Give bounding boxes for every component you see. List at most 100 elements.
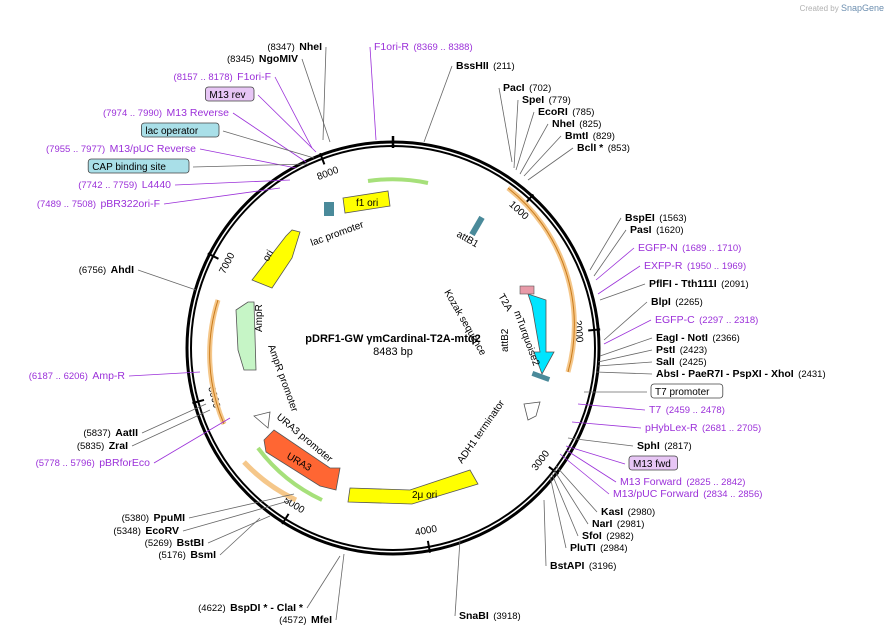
tick-mark bbox=[588, 328, 601, 332]
leader-line bbox=[543, 499, 547, 567]
label-text: (5778 .. 5796) pBRforEco bbox=[36, 453, 151, 470]
leader-line bbox=[219, 517, 261, 556]
leader-line bbox=[274, 76, 313, 149]
tick-label: 4000 bbox=[414, 524, 438, 539]
label-position: (825) bbox=[579, 119, 601, 130]
label-name: AhdI bbox=[111, 264, 134, 276]
label-name: PpuMI bbox=[154, 512, 186, 524]
enzyme-label: BstAPI (3196) bbox=[550, 556, 616, 573]
green-arc-top bbox=[367, 177, 429, 185]
label-position: (2834 .. 2856) bbox=[703, 489, 762, 500]
label-text: AbsI - PaeR7I - PspXI - XhoI (2431) bbox=[656, 364, 826, 381]
label-text: (7489 .. 7508) pBR322ori-F bbox=[37, 194, 160, 211]
kozak-label: Kozak sequence bbox=[441, 288, 488, 358]
label-text: (7974 .. 7990) M13 Reverse bbox=[103, 103, 229, 120]
primer-label: (8157 .. 8178) F1ori-F bbox=[174, 71, 271, 83]
primer-label: (7742 .. 7759) L4440 bbox=[78, 179, 171, 191]
leader-line bbox=[589, 217, 622, 271]
label-position: (1620) bbox=[656, 225, 683, 236]
label-text: (5380) PpuMI bbox=[122, 508, 185, 525]
label-name: PstI bbox=[656, 344, 675, 356]
label-name: SphI bbox=[637, 440, 660, 452]
label-name: NheI bbox=[552, 118, 575, 130]
enzyme-label: SnaBI (3918) bbox=[459, 606, 521, 623]
label-name: PacI bbox=[503, 82, 525, 94]
label-position: (779) bbox=[549, 95, 571, 106]
enzyme-label: EagI - NotI (2366) bbox=[656, 328, 740, 345]
label-position: (3918) bbox=[493, 611, 520, 622]
label-position: (1563) bbox=[659, 213, 686, 224]
label-text: BclI * (853) bbox=[577, 138, 630, 155]
label-position: (5380) bbox=[122, 513, 149, 524]
tick-mark bbox=[319, 152, 326, 165]
leader-line bbox=[515, 111, 535, 171]
label-name: BstAPI bbox=[550, 560, 585, 572]
label-position: (2366) bbox=[712, 333, 739, 344]
label-text: SphI (2817) bbox=[637, 436, 692, 453]
label-position: (8347) bbox=[267, 42, 294, 53]
label-text: EGFP-C (2297 .. 2318) bbox=[655, 310, 758, 327]
label-text: M13/pUC Forward (2834 .. 2856) bbox=[613, 484, 762, 501]
enzyme-label: NheI (825) bbox=[552, 118, 601, 130]
label-text: (4622) BspDI * - ClaI * bbox=[198, 598, 304, 615]
label-text: BstAPI (3196) bbox=[550, 556, 616, 573]
label-text: M13 Forward (2825 .. 2842) bbox=[620, 472, 745, 489]
primer-label: EGFP-C (2297 .. 2318) bbox=[655, 310, 758, 327]
leader-line bbox=[301, 58, 331, 143]
label-name: EcoRV bbox=[145, 525, 179, 537]
label-text: (5835) ZraI bbox=[77, 436, 128, 453]
label-text: KasI (2980) bbox=[601, 502, 655, 519]
label-position: (211) bbox=[493, 61, 514, 72]
leader-line bbox=[141, 403, 207, 434]
ori-label: ori bbox=[261, 248, 276, 263]
label-text: (5348) EcoRV bbox=[113, 521, 179, 538]
enzyme-label: BlpI (2265) bbox=[651, 296, 703, 308]
label-position: (2091) bbox=[721, 279, 748, 290]
label-position: (853) bbox=[608, 143, 630, 154]
two-mu-ori-shape bbox=[347, 469, 479, 505]
label-name: SnaBI bbox=[459, 610, 489, 622]
leader-line bbox=[369, 46, 377, 141]
label-name: MfeI bbox=[311, 614, 332, 626]
leader-line bbox=[207, 515, 271, 544]
enzyme-label: (5348) EcoRV bbox=[113, 521, 179, 538]
label-position: (785) bbox=[572, 107, 594, 118]
primer-label: (7974 .. 7990) M13 Reverse bbox=[103, 103, 229, 120]
label-name: PluTI bbox=[570, 542, 596, 554]
leader-lines bbox=[128, 46, 653, 621]
label-position: (2825 .. 2842) bbox=[686, 477, 745, 488]
leader-line bbox=[577, 403, 646, 411]
label-name: pHybLex-R bbox=[645, 422, 698, 434]
two-mu-ori-label: 2μ ori bbox=[412, 490, 437, 501]
leader-line bbox=[199, 148, 297, 169]
label-text: SnaBI (3918) bbox=[459, 606, 521, 623]
label-name: BspEI bbox=[625, 212, 655, 224]
label-name: M13/pUC Reverse bbox=[110, 143, 197, 155]
primer-label: T7 (2459 .. 2478) bbox=[649, 404, 725, 416]
enzyme-label: PflFI - Tth111I (2091) bbox=[649, 278, 749, 290]
feature-shapes bbox=[235, 190, 555, 505]
label-text: EagI - NotI (2366) bbox=[656, 328, 740, 345]
leader-line bbox=[423, 65, 453, 143]
ampr-promoter-label: AmpR promoter bbox=[265, 343, 300, 414]
label-position: (5835) bbox=[77, 441, 104, 452]
primer-label: EGFP-N (1689 .. 1710) bbox=[638, 242, 741, 254]
primer-label: F1ori-R (8369 .. 8388) bbox=[374, 41, 473, 53]
leader-line bbox=[174, 179, 291, 186]
label-text: (5837) AatII bbox=[83, 423, 138, 440]
label-text: (8347) NheI bbox=[267, 37, 322, 54]
label-position: (8369 .. 8388) bbox=[413, 42, 472, 53]
outer-labels: (8347) NheI(8345) NgoMIV(8157 .. 8178) F… bbox=[29, 37, 826, 626]
label-name: EXFP-R bbox=[644, 260, 683, 272]
feature-arcs bbox=[207, 177, 577, 503]
leader-line bbox=[597, 361, 653, 367]
leader-line bbox=[553, 469, 589, 525]
label-name: NgoMIV bbox=[259, 53, 298, 65]
ampr-label: AmpR bbox=[254, 304, 265, 332]
label-name: KasI bbox=[601, 506, 623, 518]
label-text: BmtI (829) bbox=[565, 126, 615, 143]
enzyme-label: SpeI (779) bbox=[522, 94, 571, 106]
ampr-shape bbox=[235, 301, 257, 371]
label-name: BspDI * - ClaI * bbox=[230, 602, 304, 614]
label-position: (1689 .. 1710) bbox=[682, 243, 741, 254]
